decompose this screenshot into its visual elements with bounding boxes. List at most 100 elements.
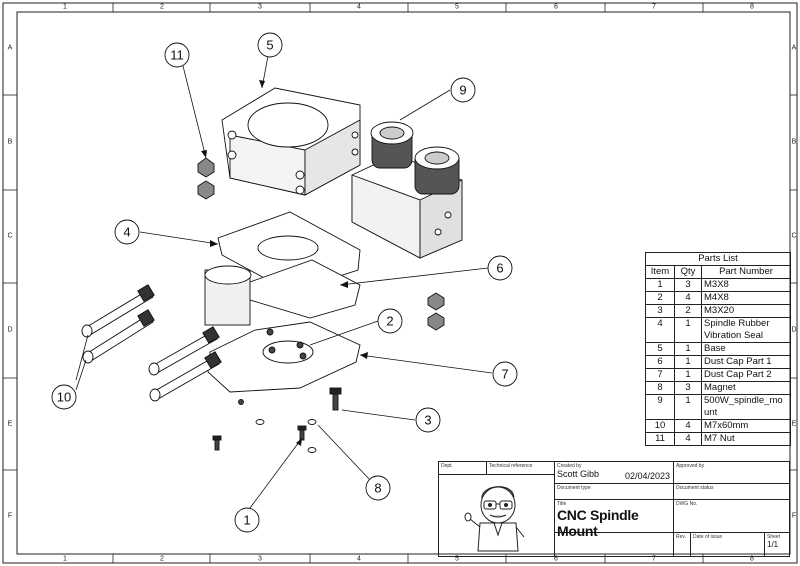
header-part-number: Part Number [701,265,791,279]
cell-part: M3X8 [701,278,791,292]
zone-row-d-right: D [791,327,796,334]
cell-part: Dust Cap Part 2 [701,368,791,382]
cell-qty: 1 [674,355,702,369]
assembly-drawing [81,87,463,453]
cell-item: 2 [645,291,675,305]
title-label: Title [557,501,567,507]
cell-qty: 1 [674,317,702,343]
parts-list-title: Parts List [645,252,791,266]
cell-item: 10 [645,419,675,433]
cell-qty: 1 [674,342,702,356]
cell-qty: 4 [674,432,702,446]
tech-ref-cell: Technical reference [487,462,555,475]
cell-item: 6 [645,355,675,369]
cell-qty: 1 [674,394,702,420]
cell-part-line1: Spindle Rubber [704,318,770,329]
sheet-value: 1/1 [767,540,779,549]
title-block: Dept. Technical reference Created by Sco… [438,461,790,557]
tech-ref-label: Technical reference [489,463,533,469]
created-by-value: Scott Gibb [557,469,600,479]
created-by-label: Created by [557,463,582,469]
cell-item: 1 [645,278,675,292]
zone-col-8-bottom: 8 [750,556,754,563]
zone-col-6: 6 [554,4,558,11]
created-by-cell: Created by Scott Gibb 02/04/2023 [555,462,674,484]
cell-item: 8 [645,381,675,395]
cell-part: Dust Cap Part 1 [701,355,791,369]
zone-col-1: 1 [63,4,67,11]
zone-row-e-right: E [792,421,797,428]
header-item: Item [645,265,675,279]
cell-qty: 3 [674,381,702,395]
cell-part: M7 Nut [701,432,791,446]
zone-row-f: F [8,513,12,520]
cell-item: 11 [645,432,675,446]
rev-cell: Rev. [674,533,691,556]
title-spacer [555,533,674,556]
header-qty: Qty [674,265,702,279]
zone-col-1-bottom: 1 [63,556,67,563]
zone-col-2: 2 [160,4,164,11]
doc-type-label: Document type [557,485,591,491]
doc-status-label: Document status [676,485,714,491]
zone-col-2-bottom: 2 [160,556,164,563]
zone-col-4: 4 [357,4,361,11]
sheet-cell: Sheet 1/1 [765,533,790,556]
balloon-7: 7 [501,367,508,382]
cell-part: Magnet [701,381,791,395]
cell-item: 9 [645,394,675,420]
date-of-issue-cell: Date of issue [691,533,765,556]
cell-item: 7 [645,368,675,382]
cell-part: M7x60mm [701,419,791,433]
cell-part-line1: 500W_spindle_mo [704,395,783,406]
cell-item: 5 [645,342,675,356]
balloon-3: 3 [424,413,431,428]
balloon-1: 1 [243,513,250,528]
balloon-2: 2 [386,314,393,329]
zone-row-a: A [8,45,13,52]
zone-col-7-bottom: 7 [652,556,656,563]
zone-col-7: 7 [652,4,656,11]
balloon-11: 11 [170,48,184,63]
zone-row-c: C [7,233,12,240]
title-cell: Title CNC Spindle Mount [555,500,674,539]
cell-part: M4X8 [701,291,791,305]
cell-part: Base [701,342,791,356]
balloon-9: 9 [459,83,466,98]
cell-part-line2: unt [704,407,718,418]
cell-qty: 1 [674,368,702,382]
drawing-title: CNC Spindle Mount [557,507,639,539]
rev-label: Rev. [676,534,686,540]
zone-col-8: 8 [750,4,754,11]
doc-type-cell: Document type [555,484,674,500]
sheet-label: Sheet [767,534,781,540]
created-date: 02/04/2023 [624,471,670,481]
cell-qty: 3 [674,278,702,292]
dept-label: Dept. [441,463,453,469]
doc-status-cell: Document status [674,484,790,500]
zone-row-f-right: F [792,513,796,520]
cell-item: 4 [645,317,675,343]
balloon-6: 6 [496,261,503,276]
zone-row-d: D [7,327,12,334]
zone-col-5: 5 [455,4,459,11]
cell-qty: 4 [674,291,702,305]
approved-by-label: Approved by [676,463,705,469]
logo-cell [439,475,555,557]
dwg-no-label: DWG No. [676,501,698,507]
cell-qty: 2 [674,304,702,318]
zone-row-a-right: A [792,45,797,52]
cartoon-avatar-logo [464,486,525,552]
cell-part: M3X20 [701,304,791,318]
zone-col-5-bottom: 5 [455,556,459,563]
